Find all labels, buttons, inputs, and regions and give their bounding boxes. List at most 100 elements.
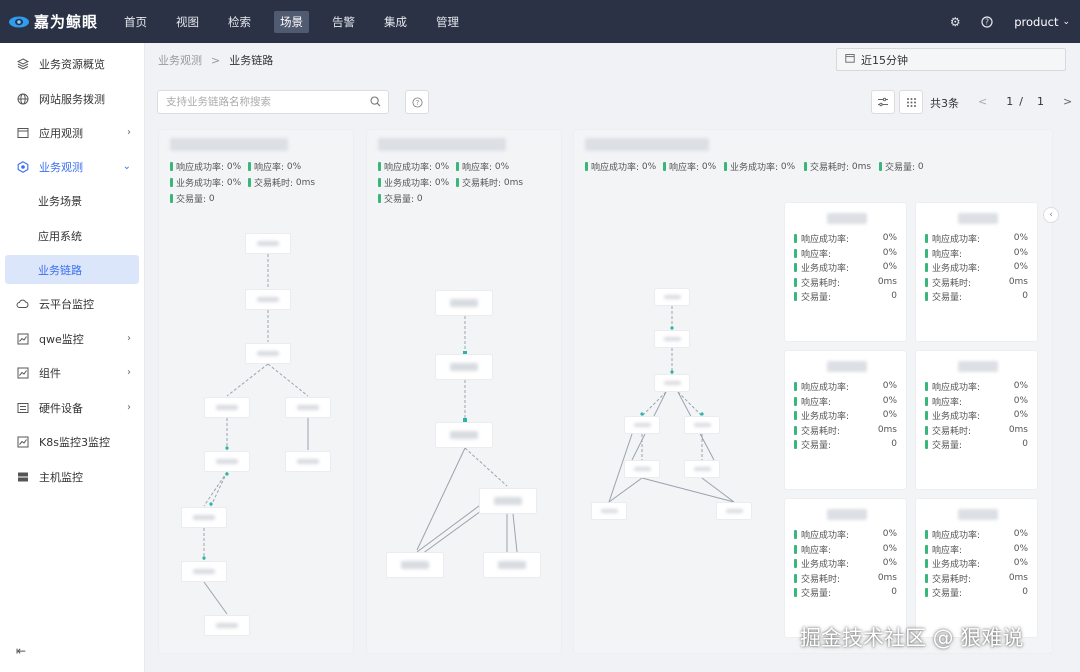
chain-node[interactable] [386,552,444,578]
node-detail-panel[interactable]: 响应成功率:0% 响应率:0% 业务成功率:0% 交易耗时:0ms 交易量:0 [784,350,907,490]
metric-resp-rate: 响应率: 0% [663,160,716,173]
time-range-picker[interactable]: 近15分钟 [836,48,1066,71]
sidebar-item-site-probe[interactable]: 网站服务拨测 [5,84,139,113]
sidebar: 业务资源概览 网站服务拨测 应用观测 › 业务观测 ⌄ 业务场景 应用系统 业务… [0,43,145,672]
panel-biz-success: 业务成功率:0% [925,260,1028,274]
top-right-tools: ⚙ ? product ⌄ [930,0,1070,43]
server-icon [16,470,29,483]
search-input[interactable] [166,96,361,108]
total-count: 共3条 [930,97,959,110]
eye-logo-icon [9,16,29,27]
metric-resp-success: 响应成功率: 0% [378,160,449,173]
chevron-right-icon: › [127,367,131,378]
sidebar-item-biz-scene[interactable]: 业务场景 [5,186,139,215]
current-page: 1 [1006,95,1014,108]
node-detail-panel[interactable]: 响应成功率:0% 响应率:0% 业务成功率:0% 交易耗时:0ms 交易量:0 [915,202,1038,342]
panel-trade-time: 交易耗时:0ms [925,275,1028,289]
node-detail-panel[interactable]: 响应成功率:0% 响应率:0% 业务成功率:0% 交易耗时:0ms 交易量:0 [915,498,1038,638]
chain-node[interactable] [245,343,291,364]
node-detail-title [958,213,998,224]
nav-view[interactable]: 视图 [176,14,199,29]
chain-node[interactable] [479,488,537,514]
chain-node[interactable] [684,460,720,478]
breadcrumb-separator: > [211,53,221,67]
sidebar-item-component[interactable]: 组件 › [5,358,139,387]
total-pages: 1 [1036,95,1044,108]
chain-node[interactable] [245,289,291,310]
chain-card-2[interactable]: 响应成功率: 0% 响应率: 0% 业务成功率: 0% 交易耗时: 0ms 交易… [366,129,562,654]
chain-node[interactable] [435,290,493,316]
metric-resp-rate: 响应率: 0% [456,160,509,173]
chain-node[interactable] [181,561,227,582]
gear-icon[interactable]: ⚙ [949,14,961,29]
metric-biz-success: 业务成功率: 0% [170,176,241,189]
user-menu[interactable]: product ⌄ [1014,15,1070,29]
time-range-value: 近15分钟 [861,53,908,67]
filter-settings-button[interactable] [871,90,895,114]
sidebar-item-qwe-monitor[interactable]: qwe监控 › [5,324,139,353]
sidebar-item-biz-chain[interactable]: 业务链路 [5,255,139,284]
nav-scene[interactable]: 场景 [274,10,309,33]
breadcrumb: 业务观测 > 业务链路 [158,52,273,68]
sidebar-item-biz-observe[interactable]: 业务观测 ⌄ [5,152,139,181]
panel-trade-count: 交易量:0 [925,437,1028,451]
chain-node[interactable] [204,451,250,472]
chain-node[interactable] [716,502,752,520]
chain-node[interactable] [684,416,720,434]
node-detail-panel[interactable]: 响应成功率:0% 响应率:0% 业务成功率:0% 交易耗时:0ms 交易量:0 [915,350,1038,490]
nav-manage[interactable]: 管理 [436,14,459,29]
chain-card-1[interactable]: 响应成功率: 0% 响应率: 0% 业务成功率: 0% 交易耗时: 0ms 交易… [158,129,354,654]
panel-biz-success: 业务成功率:0% [925,556,1028,570]
node-detail-panel[interactable]: 响应成功率:0% 响应率:0% 业务成功率:0% 交易耗时:0ms 交易量:0 [784,498,907,638]
sidebar-item-cloud-monitor[interactable]: 云平台监控 [5,289,139,318]
prev-page-button[interactable]: < [978,95,988,108]
breadcrumb-parent[interactable]: 业务观测 [158,54,202,67]
grid-view-button[interactable] [899,90,923,114]
chain-node[interactable] [181,507,227,528]
chain-card-title [378,138,506,151]
app-logo[interactable]: 嘉为鲸眼 [0,11,118,32]
search-icon[interactable] [370,96,381,110]
sidebar-item-k8s-monitor[interactable]: K8s监控3监控 [5,427,139,456]
chain-node[interactable] [591,502,627,520]
chain-node[interactable] [204,615,250,636]
nav-search[interactable]: 检索 [228,14,251,29]
chain-node[interactable] [435,354,493,380]
nav-integration[interactable]: 集成 [384,14,407,29]
nav-home[interactable]: 首页 [124,14,147,29]
chain-node[interactable] [624,416,660,434]
sidebar-item-label: 应用观测 [39,126,83,140]
panel-collapse-chevron-icon[interactable]: ‹ [1043,207,1059,223]
sidebar-item-app-observe[interactable]: 应用观测 › [5,118,139,147]
sidebar-item-resource-overview[interactable]: 业务资源概览 [5,49,139,78]
chain-node[interactable] [654,330,690,348]
chain-card-3[interactable]: 响应成功率: 0% 响应率: 0% 业务成功率: 0% 交易耗时: 0ms 交易… [573,129,1053,654]
chain-node[interactable] [435,422,493,448]
chain-node[interactable] [285,451,331,472]
chain-node[interactable] [204,397,250,418]
sidebar-collapse-icon[interactable]: ⇤ [16,644,27,658]
app-logo-text: 嘉为鲸眼 [34,13,99,31]
chain-node[interactable] [624,460,660,478]
chain-node[interactable] [483,552,541,578]
chain-node[interactable] [654,288,690,306]
panel-resp-success: 响应成功率:0% [794,231,897,245]
cloud-icon [16,297,29,310]
help-circle-icon[interactable]: ? [980,15,994,29]
nav-alert[interactable]: 告警 [332,14,355,29]
sidebar-item-app-system[interactable]: 应用系统 [5,221,139,250]
chevron-right-icon: › [127,127,131,138]
chain-node[interactable] [245,233,291,254]
chain-node[interactable] [285,397,331,418]
sidebar-item-label: 业务场景 [38,194,82,208]
node-detail-panel[interactable]: 响应成功率:0% 响应率:0% 业务成功率:0% 交易耗时:0ms 交易量:0 [784,202,907,342]
sidebar-item-host-monitor[interactable]: 主机监控 [5,462,139,491]
chain-node[interactable] [654,374,690,392]
metric-resp-success: 响应成功率: 0% [170,160,241,173]
svg-text:?: ? [415,98,419,106]
sidebar-item-label: 应用系统 [38,229,82,243]
next-page-button[interactable]: > [1062,95,1073,108]
help-button[interactable]: ? [405,90,429,114]
sidebar-item-hardware[interactable]: 硬件设备 › [5,393,139,422]
panel-biz-success: 业务成功率:0% [925,408,1028,422]
